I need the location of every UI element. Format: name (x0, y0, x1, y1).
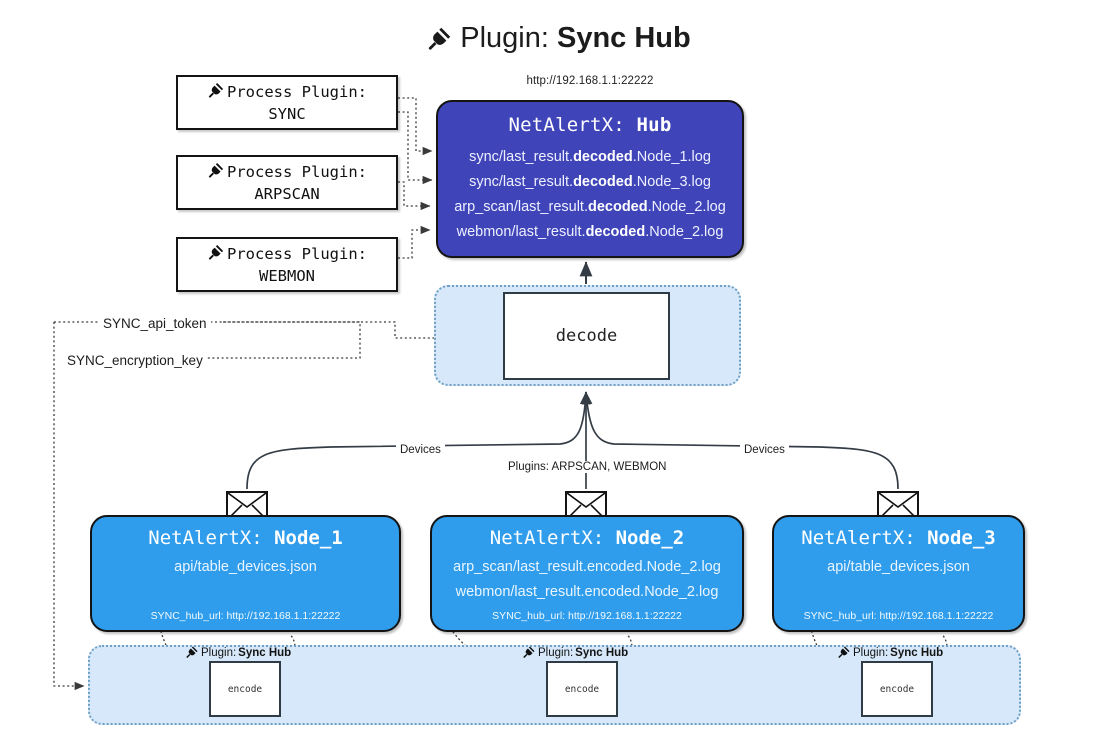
node-line-list: arp_scan/last_result.encoded.Node_2.log … (432, 555, 742, 605)
encode-box-2[interactable]: encode (546, 661, 618, 717)
decode-box[interactable]: decode (503, 292, 670, 380)
node-line: arp_scan/last_result.encoded.Node_2.log (453, 559, 721, 575)
hub-url-caption: http://192.168.1.1:22222 (526, 75, 654, 87)
hub-title: NetAlertX: Hub (438, 114, 742, 136)
edge-label-devices-right: Devices (740, 444, 789, 456)
process-plugin-name: SYNC (268, 104, 306, 123)
log-mid: decoded (585, 224, 646, 240)
plug-icon (185, 645, 199, 661)
hub-log-line: sync/last_result.decoded.Node_1.log (438, 145, 742, 170)
log-pre: sync/last_result. (469, 149, 574, 165)
log-post: .Node_2.log (647, 199, 726, 215)
hub-log-list: sync/last_result.decoded.Node_1.log sync… (438, 145, 742, 245)
log-post: .Node_2.log (645, 224, 724, 240)
title-name: Sync Hub (556, 22, 691, 54)
encoder-label-name: Sync Hub (575, 647, 629, 659)
hub-title-name: Hub (636, 114, 672, 136)
page-title: Plugin: Sync Hub (0, 16, 1117, 63)
node-title-prefix: NetAlertX: (489, 527, 605, 549)
process-plugin-name: WEBMON (259, 266, 315, 285)
title-prefix: Plugin: (460, 22, 549, 54)
encoder-label-name: Sync Hub (890, 647, 944, 659)
process-plugin-name: ARPSCAN (254, 184, 320, 203)
node-line-list: api/table_devices.json (92, 555, 399, 580)
node-box-node-1[interactable]: NetAlertX: Node_1 api/table_devices.json… (90, 515, 401, 632)
node-line: webmon/last_result.encoded.Node_2.log (455, 584, 719, 600)
node-line: api/table_devices.json (827, 559, 970, 575)
hub-log-line: arp_scan/last_result.decoded.Node_2.log (438, 195, 742, 220)
process-plugin-label: Process Plugin: (227, 82, 367, 101)
encoder-label-2: Plugin: Sync Hub (522, 645, 628, 661)
encode-box-1[interactable]: encode (209, 661, 281, 717)
hub-node[interactable]: NetAlertX: Hub sync/last_result.decoded.… (436, 100, 744, 258)
edge-label-plugins: Plugins: ARPSCAN, WEBMON (504, 461, 671, 473)
node-box-node-3[interactable]: NetAlertX: Node_3 api/table_devices.json… (772, 515, 1025, 632)
encoder-label-name: Sync Hub (238, 647, 292, 659)
node-title-prefix: NetAlertX: (148, 527, 263, 549)
process-plugin-label: Process Plugin: (227, 162, 367, 181)
log-pre: arp_scan/last_result. (454, 199, 588, 215)
plug-icon (837, 645, 851, 661)
encoder-label-1: Plugin: Sync Hub (185, 645, 291, 661)
log-mid: decoded (587, 199, 648, 215)
process-plugin-arpscan[interactable]: Process Plugin: ARPSCAN (176, 155, 398, 210)
plug-icon (522, 645, 536, 661)
node-hub-url: SYNC_hub_url: http://192.168.1.1:22222 (803, 610, 994, 622)
encoder-label-prefix: Plugin: (201, 647, 237, 659)
encode-box-3[interactable]: encode (861, 661, 933, 717)
node-hub-url: SYNC_hub_url: http://192.168.1.1:22222 (150, 610, 341, 622)
log-post: .Node_1.log (632, 149, 711, 165)
sync-api-token-label: SYNC_api_token (99, 316, 211, 331)
process-plugin-label: Process Plugin: (227, 244, 367, 263)
node-title-name: Node_1 (274, 527, 343, 549)
process-plugin-sync[interactable]: Process Plugin: SYNC (176, 75, 398, 130)
sync-encryption-key-label: SYNC_encryption_key (63, 353, 207, 368)
log-pre: sync/last_result. (469, 174, 574, 190)
node-title: NetAlertX: Node_3 (774, 527, 1023, 549)
node-hub-url: SYNC_hub_url: http://192.168.1.1:22222 (492, 610, 682, 622)
node-box-node-2[interactable]: NetAlertX: Node_2 arp_scan/last_result.e… (430, 515, 744, 632)
plug-icon (207, 81, 225, 104)
node-title-name: Node_2 (615, 527, 685, 549)
node-line: api/table_devices.json (174, 559, 317, 575)
edge-label-devices-left: Devices (396, 444, 445, 456)
log-mid: decoded (573, 149, 633, 165)
encoder-label-prefix: Plugin: (538, 647, 574, 659)
node-title: NetAlertX: Node_2 (432, 527, 742, 549)
plug-icon (207, 243, 225, 266)
process-plugin-webmon[interactable]: Process Plugin: WEBMON (176, 237, 398, 292)
plug-icon (207, 161, 225, 184)
hub-title-prefix: NetAlertX: (508, 114, 625, 136)
node-title-prefix: NetAlertX: (801, 527, 916, 549)
plug-icon (426, 19, 453, 63)
log-mid: decoded (573, 174, 633, 190)
node-line-list: api/table_devices.json (774, 555, 1023, 580)
hub-log-line: webmon/last_result.decoded.Node_2.log (438, 220, 742, 245)
log-pre: webmon/last_result. (456, 224, 586, 240)
encoder-label-3: Plugin: Sync Hub (837, 645, 943, 661)
node-title: NetAlertX: Node_1 (92, 527, 399, 549)
encoder-label-prefix: Plugin: (853, 647, 889, 659)
log-post: .Node_3.log (632, 174, 711, 190)
node-title-name: Node_3 (927, 527, 996, 549)
hub-log-line: sync/last_result.decoded.Node_3.log (438, 170, 742, 195)
